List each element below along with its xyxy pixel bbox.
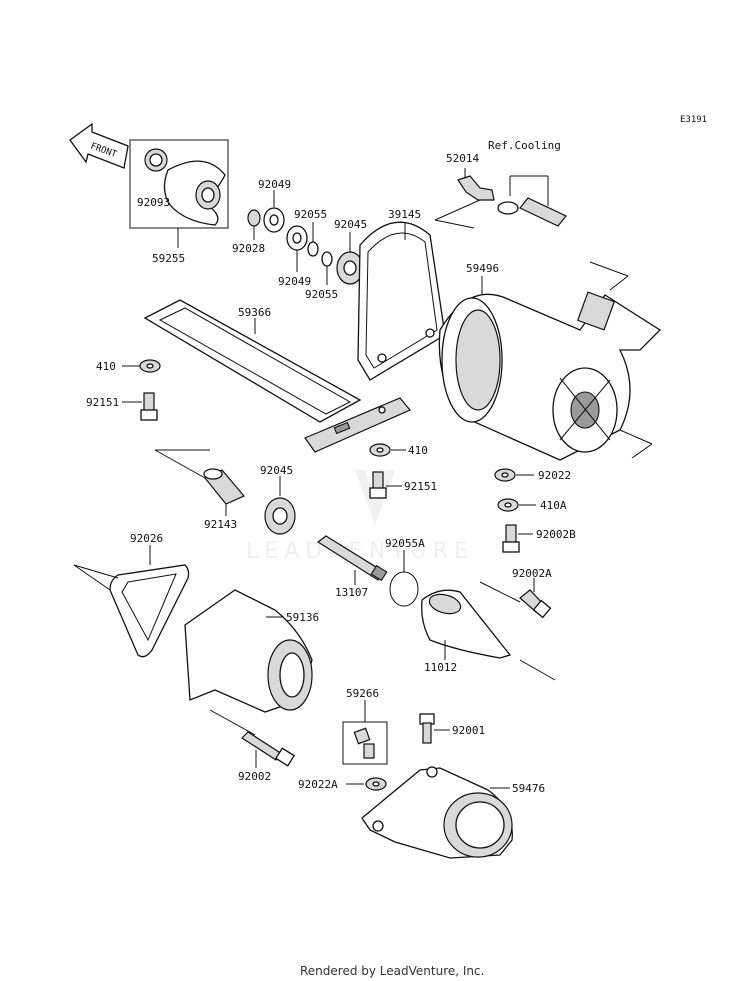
label-92055-top: 92055 — [294, 208, 327, 221]
ride-plate-59366[interactable] — [143, 299, 411, 453]
label-92002B: 92002B — [536, 528, 576, 541]
washer-410A[interactable] — [497, 498, 519, 512]
cooling-hose[interactable] — [497, 175, 567, 227]
cone-11012[interactable] — [421, 589, 512, 659]
label-92022A: 92022A — [298, 778, 338, 791]
bolt-92001[interactable] — [419, 713, 435, 744]
label-59366: 59366 — [238, 306, 271, 319]
diagram-code: E3191 — [680, 115, 707, 125]
label-92026: 92026 — [130, 532, 163, 545]
label-13107: 13107 — [335, 586, 368, 599]
label-410-right: 410 — [408, 444, 428, 457]
label-92151-right: 92151 — [404, 480, 437, 493]
label-92045-bottom: 92045 — [260, 464, 293, 477]
elbow-fitting-52014[interactable] — [457, 175, 495, 201]
cover-39145[interactable] — [357, 221, 446, 381]
label-92045-top: 92045 — [334, 218, 367, 231]
impeller-assembly[interactable] — [129, 139, 229, 229]
label-59266: 59266 — [346, 687, 379, 700]
bushing-92143[interactable] — [203, 468, 245, 505]
bearing-92045[interactable] — [264, 497, 296, 535]
ref-cooling-label: Ref.Cooling — [488, 139, 561, 152]
washer-92022[interactable] — [494, 468, 516, 482]
label-92022: 92022 — [538, 469, 571, 482]
label-59255: 59255 — [152, 252, 185, 265]
label-92001: 92001 — [452, 724, 485, 737]
label-92151-left: 92151 — [86, 396, 119, 409]
label-92143: 92143 — [204, 518, 237, 531]
washer-92022A[interactable] — [365, 777, 387, 791]
label-59476: 59476 — [512, 782, 545, 795]
front-arrow-icon: FRONT — [69, 122, 129, 169]
drive-shaft-13107[interactable] — [316, 535, 388, 582]
footer-credit: Rendered by LeadVenture, Inc. — [300, 964, 484, 978]
bolt-92151-left[interactable] — [140, 392, 158, 421]
o-ring-92055A[interactable] — [389, 571, 419, 607]
label-410-left: 410 — [96, 360, 116, 373]
label-92049-top: 92049 — [258, 178, 291, 191]
label-52014: 52014 — [446, 152, 479, 165]
pump-housing-59496[interactable] — [438, 291, 662, 461]
washer-410-left[interactable] — [139, 359, 161, 373]
label-59136: 59136 — [286, 611, 319, 624]
washer-410-right[interactable] — [369, 443, 391, 457]
label-92055-bottom: 92055 — [305, 288, 338, 301]
label-11012: 11012 — [424, 661, 457, 674]
label-59496: 59496 — [466, 262, 499, 275]
label-92002A: 92002A — [512, 567, 552, 580]
gasket-plate-92026[interactable] — [109, 564, 190, 658]
label-410A: 410A — [540, 499, 567, 512]
label-92028: 92028 — [232, 242, 265, 255]
bolt-92002[interactable] — [241, 731, 296, 767]
fitting-kit-59266[interactable] — [342, 721, 388, 765]
label-92002: 92002 — [238, 770, 271, 783]
label-92049-bottom: 92049 — [278, 275, 311, 288]
label-39145: 39145 — [388, 208, 421, 221]
label-92055A: 92055A — [385, 537, 425, 550]
bolt-92002A[interactable] — [519, 589, 552, 619]
nozzle-59136[interactable] — [184, 589, 313, 713]
seal-bushings[interactable] — [247, 207, 364, 285]
label-92093: 92093 — [137, 196, 170, 209]
bolt-92002B[interactable] — [502, 524, 520, 553]
bolt-92151-right[interactable] — [369, 471, 387, 499]
housing-59476[interactable] — [361, 766, 513, 859]
